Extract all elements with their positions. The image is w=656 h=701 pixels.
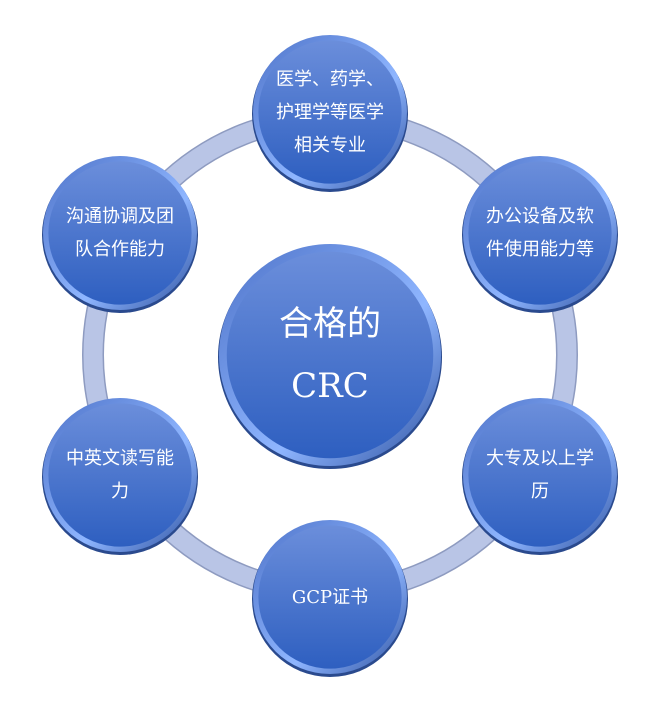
node-label-5: 中英文读写能力 — [66, 448, 174, 502]
node-circle-3 — [462, 398, 618, 555]
center-line1: 合格的 — [279, 304, 381, 344]
node-circle-6 — [42, 156, 198, 313]
node-label-1: 医学、药学、护理学等医学相关专业 — [276, 68, 384, 156]
center-line2: CRC — [291, 366, 369, 406]
node-label-6: 沟通协调及团队合作能力 — [66, 206, 174, 260]
node-label-4: GCP证书 — [291, 586, 369, 608]
node-circle-5 — [42, 398, 198, 555]
node-circle-4 — [252, 520, 408, 677]
center-circle — [218, 244, 442, 469]
node-label-2: 办公设备及软件使用能力等 — [486, 206, 594, 260]
node-label-3: 大专及以上学历 — [486, 448, 594, 502]
center-label: 合格的 CRC — [230, 262, 430, 448]
node-circle-1 — [252, 35, 408, 192]
node-circle-2 — [462, 156, 618, 313]
